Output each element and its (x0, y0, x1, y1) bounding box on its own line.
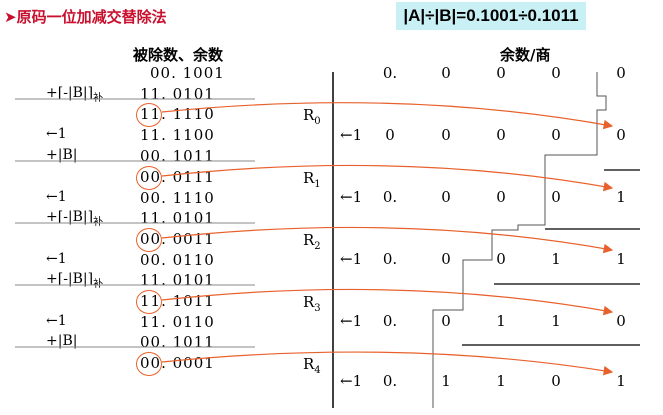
quotient-arrows (161, 102, 614, 376)
quotient-cell: 0 (616, 312, 626, 330)
staircase-line (432, 72, 607, 408)
row-label: ←1 (46, 313, 67, 329)
row-label: +|B| (46, 147, 78, 163)
quotient-cell: 0 (496, 64, 506, 82)
row-label: +|B| (46, 333, 78, 349)
shift-arrow: ←1 (340, 126, 363, 144)
quotient-cell: 1 (496, 372, 506, 390)
row-value: 00. 0110 (140, 251, 215, 269)
quotient-cell: 0. (382, 188, 398, 206)
shift-arrow: ←1 (340, 372, 363, 390)
row-value: 11. 0110 (140, 313, 215, 331)
row-label: +[-|B|]补 (46, 271, 104, 290)
quotient-cell: 1 (616, 250, 626, 268)
quotient-cell: 0 (496, 188, 506, 206)
r2-label: R2 (303, 231, 321, 252)
right-header: 余数/商 (500, 46, 551, 64)
row-label: ←1 (46, 189, 67, 205)
formula-box: |A|÷|B|=0.1001÷0.1011 (396, 2, 586, 30)
quotient-cell: 0 (441, 64, 451, 82)
sign-bit-circle (136, 228, 162, 252)
r4-label: R4 (303, 355, 321, 376)
page-title: ➤原码一位加减交替除法 (4, 8, 167, 26)
quotient-cell: 0 (441, 312, 451, 330)
quotient-cell: 1 (496, 312, 506, 330)
quotient-cell: 1 (441, 372, 451, 390)
r3-label: R3 (303, 293, 321, 314)
shift-arrow: ←1 (340, 312, 363, 330)
separator-lines (15, 98, 255, 348)
quotient-cell: 0 (551, 64, 561, 82)
quotient-cell: 0 (496, 126, 506, 144)
quotient-cell: 0. (382, 312, 398, 330)
quotient-cell: 0 (551, 188, 561, 206)
quotient-cell: 0 (616, 64, 626, 82)
row-label: +[-|B|]补 (46, 209, 104, 228)
quotient-cell: 0 (496, 250, 506, 268)
quotient-cell: 1 (616, 188, 626, 206)
shift-arrow: ←1 (340, 250, 363, 268)
shift-arrow: ←1 (340, 188, 363, 206)
quotient-cell: 0. (382, 64, 398, 82)
sign-bit-circle (136, 103, 162, 127)
quotient-cell: 1 (551, 250, 561, 268)
row-label: ←1 (46, 126, 67, 142)
left-header: 被除数、余数 (133, 46, 224, 64)
quotient-cell: 0 (441, 188, 451, 206)
row-label: ←1 (46, 251, 67, 267)
sign-bit-circle (136, 290, 162, 314)
r1-label: R1 (303, 169, 321, 190)
quotient-cell: 1 (616, 372, 626, 390)
quotient-cell: 1 (551, 312, 561, 330)
row-value: 00. 1110 (140, 189, 215, 207)
sign-bit-circle (136, 166, 162, 190)
row-label: +[-|B|]补 (46, 85, 104, 104)
sign-bit-circle (136, 352, 162, 376)
quotient-cell: 0 (551, 126, 561, 144)
quotient-cell: 0. (382, 372, 398, 390)
r0-label: R0 (303, 106, 321, 127)
quotient-cell: 0 (441, 250, 451, 268)
row-value: 11. 1100 (140, 126, 215, 144)
quotient-cell: 0 (551, 372, 561, 390)
quotient-cell: 0 (441, 126, 451, 144)
quotient-cell: 0 (616, 126, 626, 144)
quotient-cell: 0. (382, 250, 398, 268)
quotient-cell: 0 (385, 126, 395, 144)
row-value: 00. 1001 (150, 64, 225, 82)
quotient-underlines (462, 169, 640, 346)
